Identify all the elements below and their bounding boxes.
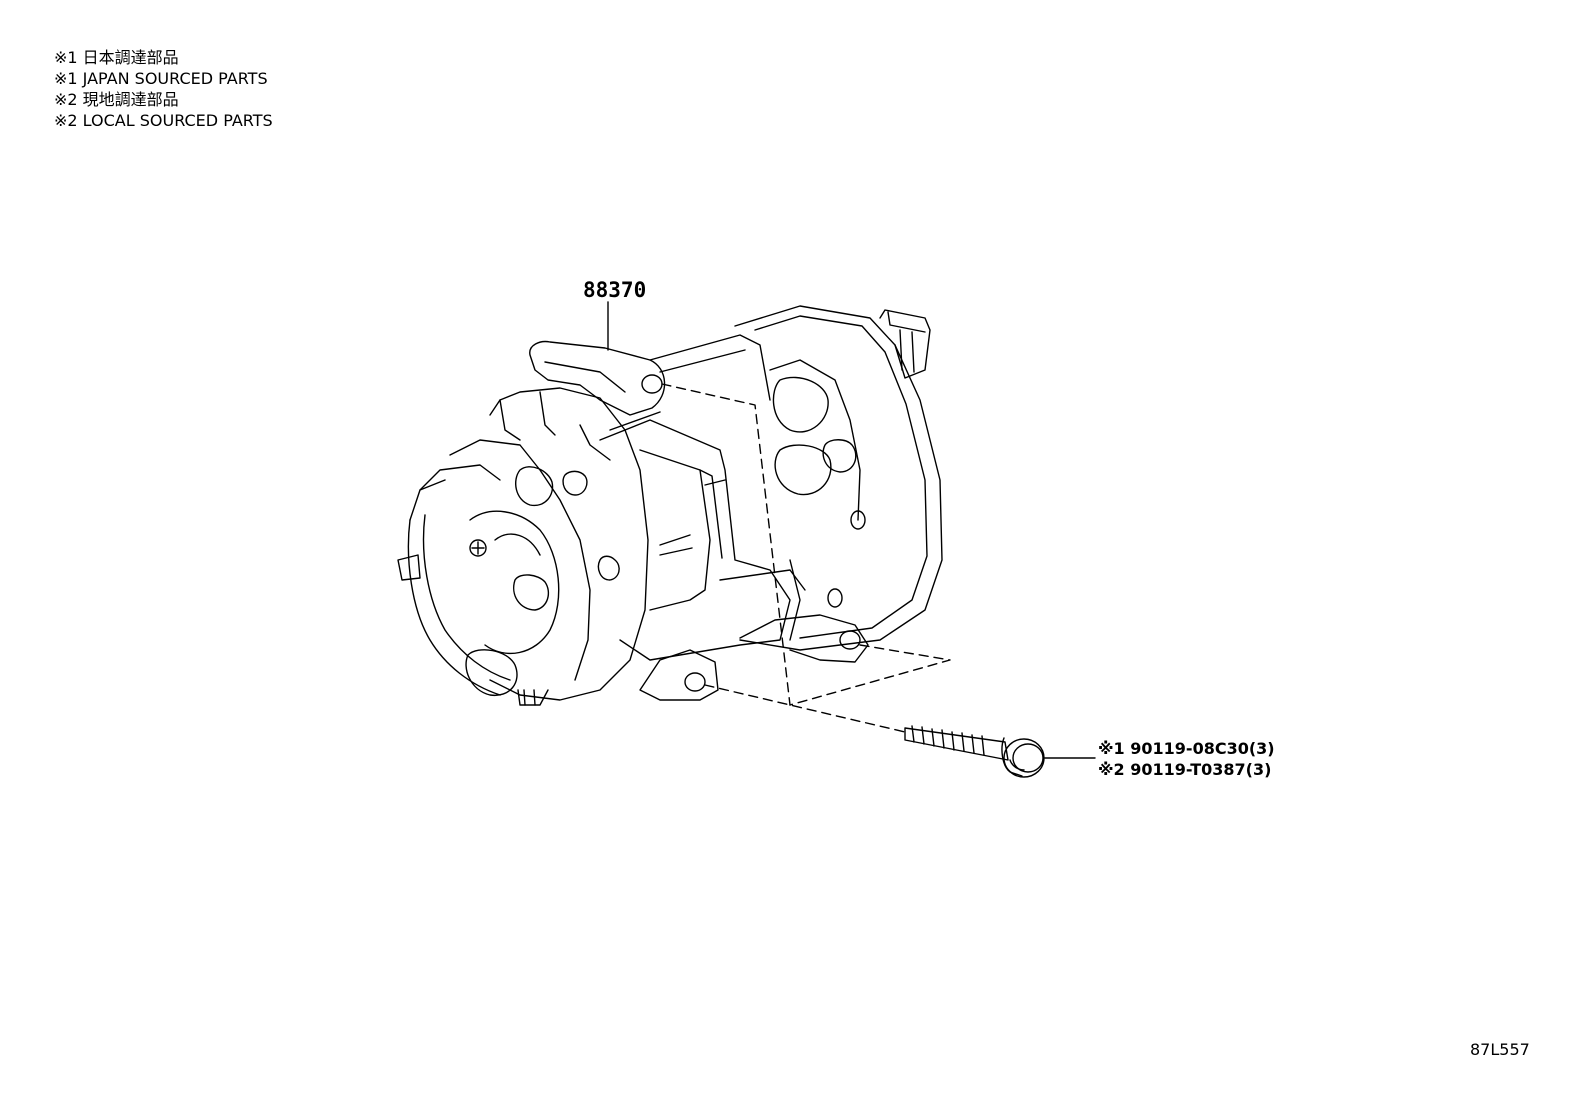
- legend-note-local-en: ※2 LOCAL SOURCED PARTS: [54, 111, 273, 130]
- part-number-compressor[interactable]: 88370: [583, 278, 647, 302]
- legend-note-japan-en: ※1 JAPAN SOURCED PARTS: [54, 69, 268, 88]
- bolt-part-labels: ※1 90119-08C30(3) ※2 90119-T0387(3): [1098, 738, 1275, 780]
- legend-note-local-jp: ※2 現地調達部品: [54, 90, 179, 109]
- compressor-main-body: [599, 334, 806, 661]
- compressor-top-mount-ear: [529, 340, 666, 416]
- legend-note-japan-jp: ※1 日本調達部品: [54, 48, 179, 67]
- part-number-bolt-local[interactable]: ※2 90119-T0387(3): [1098, 760, 1272, 779]
- legend-notes: ※1 日本調達部品 ※1 JAPAN SOURCED PARTS ※2 現地調達…: [54, 47, 273, 131]
- diagram-id: 87L557: [1470, 1040, 1530, 1059]
- bolt-alignment-lines: [661, 383, 951, 733]
- compressor-bottom-mount-ear: [639, 649, 719, 701]
- bolt-icon: [904, 725, 1045, 778]
- compressor-front-housing: [397, 387, 649, 706]
- part-number-bolt-japan[interactable]: ※1 90119-08C30(3): [1098, 739, 1275, 758]
- compressor-rear-housing: [734, 305, 943, 663]
